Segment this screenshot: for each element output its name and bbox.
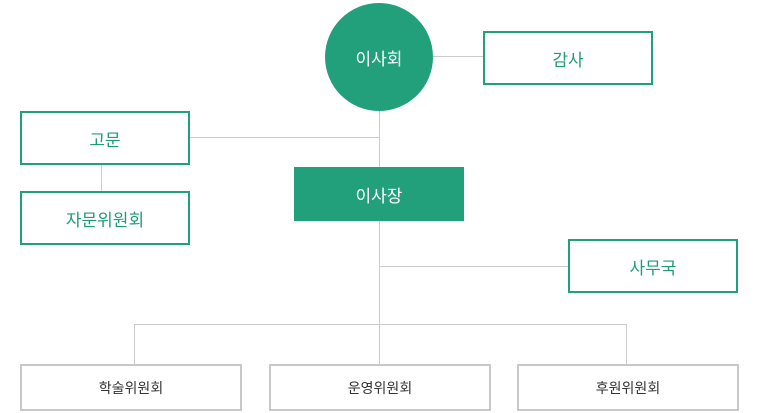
secretariat-node: 사무국 <box>568 239 738 293</box>
advisory-committee-node: 자문위원회 <box>20 191 190 245</box>
committee-node-academic: 학술위원회 <box>20 364 242 411</box>
committee-node-sponsorship: 후원위원회 <box>517 364 739 411</box>
connector-committee-2 <box>379 324 380 364</box>
chairman-node: 이사장 <box>294 167 464 221</box>
board-node: 이사회 <box>325 3 433 111</box>
advisor-node: 고문 <box>20 111 190 165</box>
connector-committees-horizontal <box>134 324 627 325</box>
connector-committee-3 <box>626 324 627 364</box>
committee-node-operations: 운영위원회 <box>269 364 491 411</box>
auditor-node: 감사 <box>483 31 653 85</box>
connector-advisor-to-committee <box>101 164 102 192</box>
connector-secretariat-horizontal <box>380 266 569 267</box>
connector-board-to-auditor <box>432 56 484 57</box>
connector-advisor-horizontal <box>190 137 380 138</box>
connector-committee-1 <box>134 324 135 364</box>
